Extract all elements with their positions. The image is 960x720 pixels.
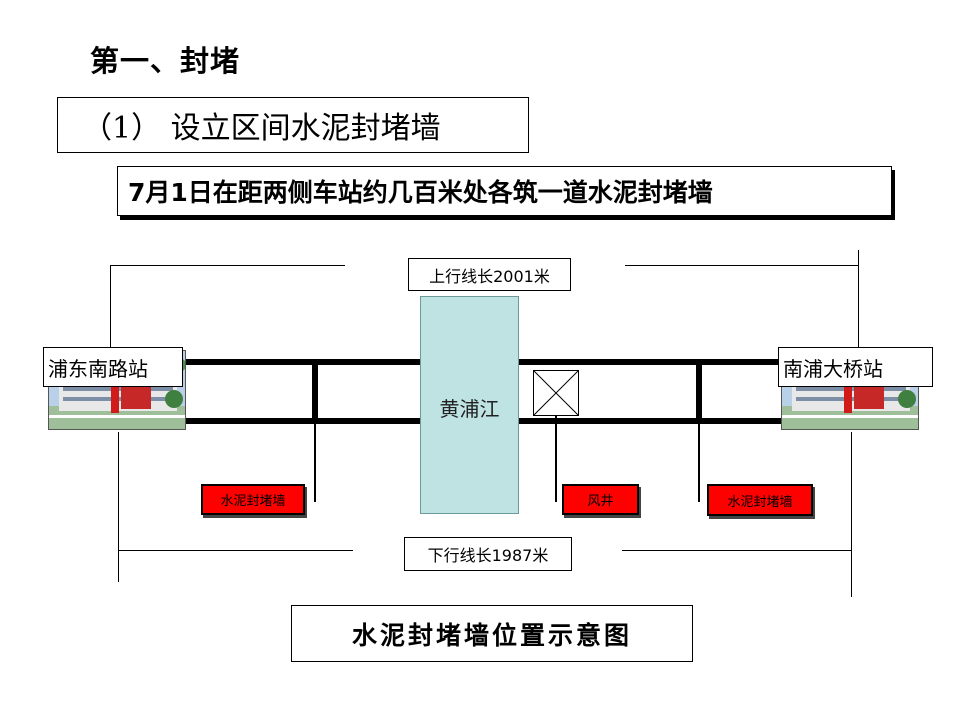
- down-line-length-label: 下行线长1987米: [404, 537, 572, 571]
- station-building-icon: [782, 351, 918, 429]
- down-bracket-right: [622, 550, 851, 551]
- shaft-cross-icon: [533, 370, 579, 416]
- left-wall-pointer: [314, 420, 316, 502]
- left-bracket-vertical-top: [110, 265, 111, 350]
- shaft-pointer: [555, 416, 557, 502]
- left-station-label: 浦东南路站: [43, 347, 183, 387]
- subsection-title: （1） 设立区间水泥封堵墙: [57, 97, 529, 153]
- river-label: 黄浦江: [439, 397, 500, 421]
- huangpu-river: 黄浦江: [420, 296, 519, 514]
- down-bracket-left: [118, 550, 353, 551]
- info-banner: 7月1日在距两侧车站约几百米处各筑一道水泥封堵墙: [117, 166, 892, 216]
- up-bracket-left: [110, 265, 345, 266]
- right-bracket-vertical-top: [858, 250, 859, 350]
- section-heading: 第一、封堵: [90, 44, 241, 78]
- up-line-length-label: 上行线长2001米: [408, 258, 571, 291]
- down-track-left: [185, 418, 421, 424]
- ventilation-shaft-icon: [533, 370, 579, 416]
- up-track-right: [518, 359, 781, 365]
- shaft-tag: 风井: [562, 484, 639, 515]
- left-bracket-vertical-bottom: [118, 432, 119, 582]
- right-wall-tag: 水泥封堵墙: [707, 484, 813, 516]
- cross-passage-left: [312, 362, 318, 422]
- up-track-left: [185, 359, 421, 365]
- right-wall-pointer: [698, 420, 700, 502]
- down-track-right: [518, 418, 781, 424]
- up-bracket-right: [625, 265, 859, 266]
- left-wall-tag: 水泥封堵墙: [201, 484, 305, 515]
- diagram-caption: 水泥封堵墙位置示意图: [291, 605, 693, 662]
- cross-passage-right: [696, 362, 702, 422]
- right-station-label: 南浦大桥站: [778, 347, 933, 387]
- right-bracket-vertical-bottom: [851, 432, 852, 597]
